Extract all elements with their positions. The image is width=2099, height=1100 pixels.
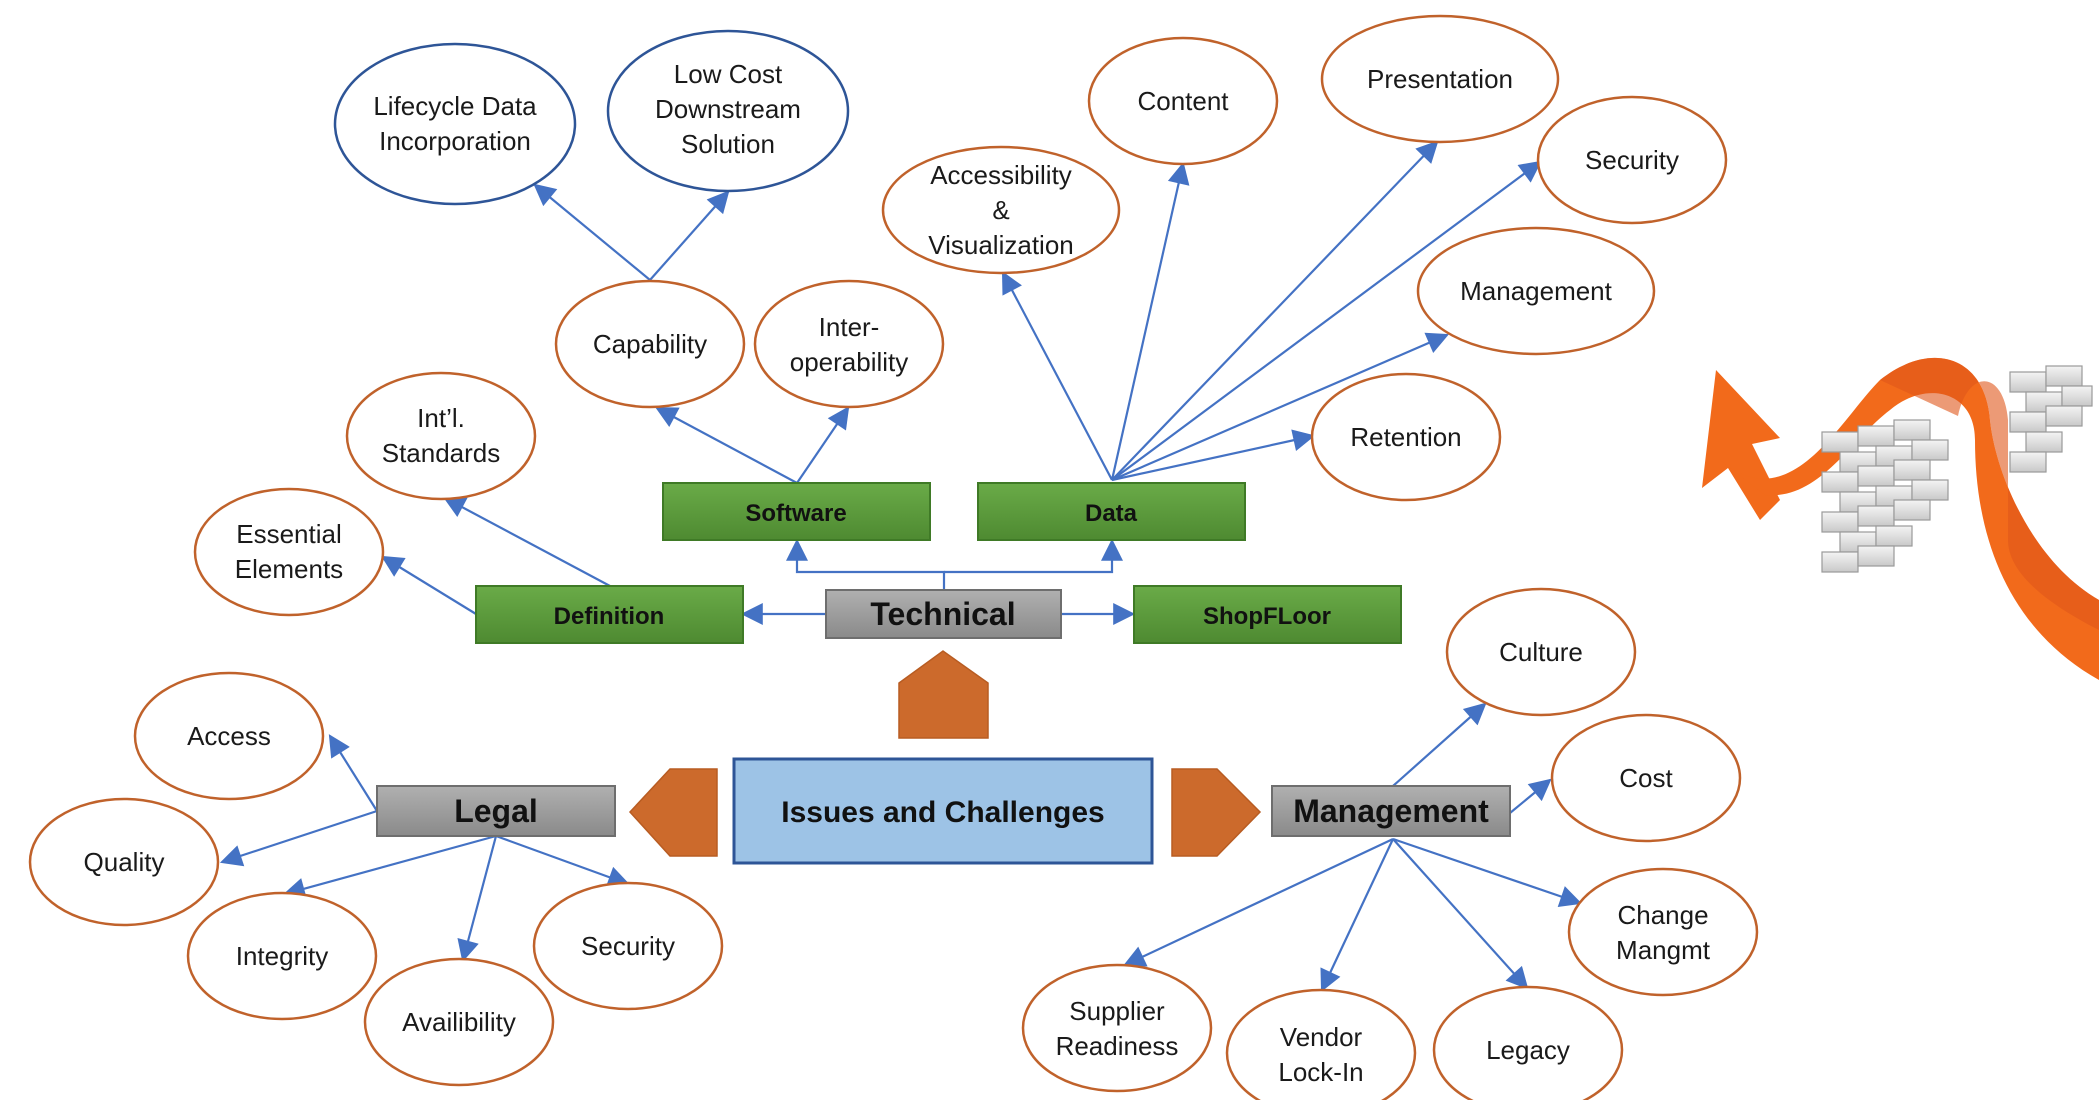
arrow-mgmt-vendor xyxy=(1320,838,1394,992)
technical-box: Technical xyxy=(825,589,1062,639)
management-box: Management xyxy=(1271,785,1511,837)
svg-text:Integrity: Integrity xyxy=(236,941,329,971)
arrow-capability-lowcost xyxy=(649,190,730,281)
svg-text:Issues and Challenges: Issues and Challenges xyxy=(781,796,1104,829)
svg-text:Accessibility&Visualization: Accessibility&Visualization xyxy=(928,160,1074,260)
node-accessibility-visualization: Accessibility&Visualization xyxy=(881,145,1121,275)
node-availability: Availibility xyxy=(363,957,555,1087)
pointer-up-technical xyxy=(898,650,989,739)
svg-text:Data: Data xyxy=(1085,500,1138,527)
svg-text:Availibility: Availibility xyxy=(402,1007,516,1037)
arrow-definition-intl xyxy=(443,496,611,587)
connector-arrows xyxy=(219,140,1583,992)
arrow-software-capability xyxy=(655,406,798,484)
svg-text:Retention: Retention xyxy=(1350,422,1461,452)
arrow-legal-security xyxy=(495,834,631,888)
arrow-definition-essential xyxy=(381,555,477,615)
svg-text:Definition: Definition xyxy=(554,603,665,630)
center-box: Issues and Challenges xyxy=(732,757,1154,865)
node-access: Access xyxy=(133,671,325,801)
arrow-data-presentation xyxy=(1111,140,1439,481)
pointer-right-management xyxy=(1171,768,1262,857)
svg-text:Security: Security xyxy=(581,931,675,961)
arrow-over-brick-wall-icon xyxy=(1702,357,2099,680)
arrow-mgmt-supplier xyxy=(1123,838,1394,967)
svg-text:Quality: Quality xyxy=(84,847,165,877)
definition-box: Definition xyxy=(475,585,744,644)
arrow-legal-availability xyxy=(457,835,498,963)
svg-text:Management: Management xyxy=(1460,276,1613,306)
node-legacy: Legacy xyxy=(1432,985,1624,1100)
svg-text:Legacy: Legacy xyxy=(1486,1035,1570,1065)
arrow-legal-quality xyxy=(219,809,378,867)
arrow-mgmt-legacy xyxy=(1392,838,1529,990)
node-interoperability: Inter-operability xyxy=(753,279,945,409)
arrow-data-content xyxy=(1110,161,1190,481)
node-retention: Retention xyxy=(1310,372,1502,502)
node-intl-standards: Int’l.Standards xyxy=(345,371,537,501)
arrow-legal-access xyxy=(328,734,378,812)
svg-text:Culture: Culture xyxy=(1499,637,1583,667)
svg-text:Content: Content xyxy=(1137,86,1229,116)
data-box: Data xyxy=(977,482,1246,541)
arrow-mgmt-cost xyxy=(1509,778,1552,814)
arrow-technical-data xyxy=(944,538,1123,574)
svg-text:Software: Software xyxy=(745,500,846,527)
svg-text:Capability: Capability xyxy=(593,329,707,359)
software-box: Software xyxy=(662,482,931,541)
shopfloor-box: ShopFLoor xyxy=(1133,585,1402,644)
svg-text:Management: Management xyxy=(1293,793,1489,829)
svg-text:Legal: Legal xyxy=(454,793,538,829)
arrow-technical-software xyxy=(786,538,946,590)
svg-text:Security: Security xyxy=(1585,145,1679,175)
arrow-data-security xyxy=(1111,160,1542,481)
svg-text:ShopFLoor: ShopFLoor xyxy=(1203,603,1331,630)
arrow-software-interop xyxy=(796,406,850,484)
svg-text:Int’l.Standards: Int’l.Standards xyxy=(382,403,501,468)
arrow-legal-integrity xyxy=(282,834,497,900)
node-culture: Culture xyxy=(1445,587,1637,717)
arrow-capability-lifecycle xyxy=(533,183,651,281)
arrow-data-accessibility xyxy=(1001,271,1113,481)
svg-text:Technical: Technical xyxy=(870,596,1015,632)
svg-text:Presentation: Presentation xyxy=(1367,64,1513,94)
node-capability: Capability xyxy=(554,279,746,409)
arrow-mgmt-change xyxy=(1392,837,1583,907)
node-management-data: Management xyxy=(1416,226,1656,356)
arrow-data-retention xyxy=(1111,429,1316,482)
legal-box: Legal xyxy=(376,785,616,837)
arrow-data-management xyxy=(1111,332,1450,482)
svg-text:Access: Access xyxy=(187,721,271,751)
node-security-data: Security xyxy=(1536,95,1728,225)
node-integrity: Integrity xyxy=(186,891,378,1021)
svg-text:Cost: Cost xyxy=(1619,763,1673,793)
node-security-legal: Security xyxy=(532,881,724,1011)
svg-text:Inter-operability: Inter-operability xyxy=(790,312,909,377)
node-content: Content xyxy=(1087,36,1279,166)
arrow-mgmt-culture xyxy=(1392,702,1487,787)
node-quality: Quality xyxy=(28,797,220,927)
node-cost: Cost xyxy=(1550,713,1742,843)
node-presentation: Presentation xyxy=(1320,14,1560,144)
pointer-left-legal xyxy=(628,768,718,857)
